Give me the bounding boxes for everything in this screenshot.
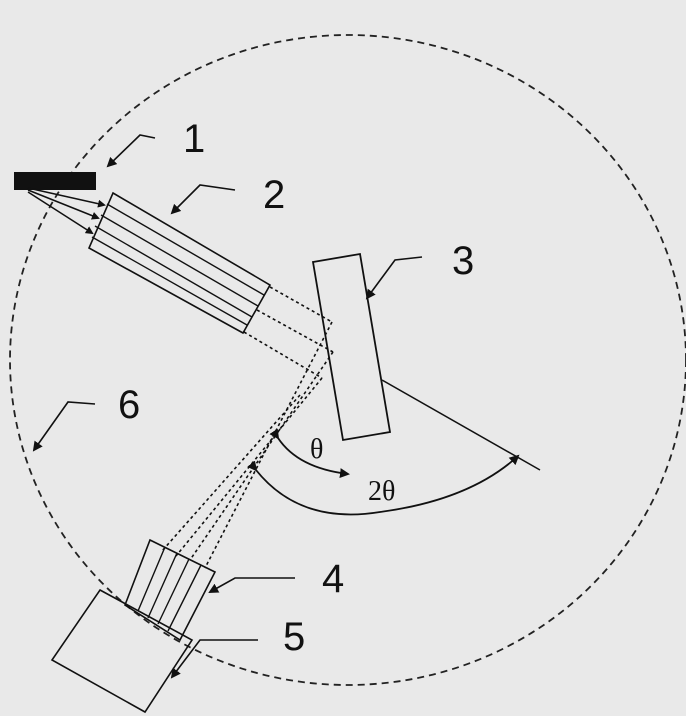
label-6: 6 — [118, 383, 140, 427]
diffracted-beam — [161, 321, 334, 569]
detector — [50, 588, 194, 714]
theta-label: θ — [310, 434, 323, 465]
sample-plate — [311, 252, 392, 442]
label-3: 3 — [452, 239, 474, 283]
two-theta-arc — [247, 454, 520, 516]
label-2: 2 — [263, 173, 285, 217]
goniometer-circle — [9, 34, 686, 686]
label-1: 1 — [183, 117, 205, 161]
two-theta-label: 2θ — [368, 476, 395, 507]
source-rays — [27, 187, 106, 235]
label-4: 4 — [322, 557, 344, 601]
label-5: 5 — [283, 615, 305, 659]
incident-collimator — [87, 191, 272, 335]
receiving-collimator — [124, 538, 217, 642]
leader-arrows — [32, 134, 423, 679]
xray-source — [14, 172, 96, 190]
